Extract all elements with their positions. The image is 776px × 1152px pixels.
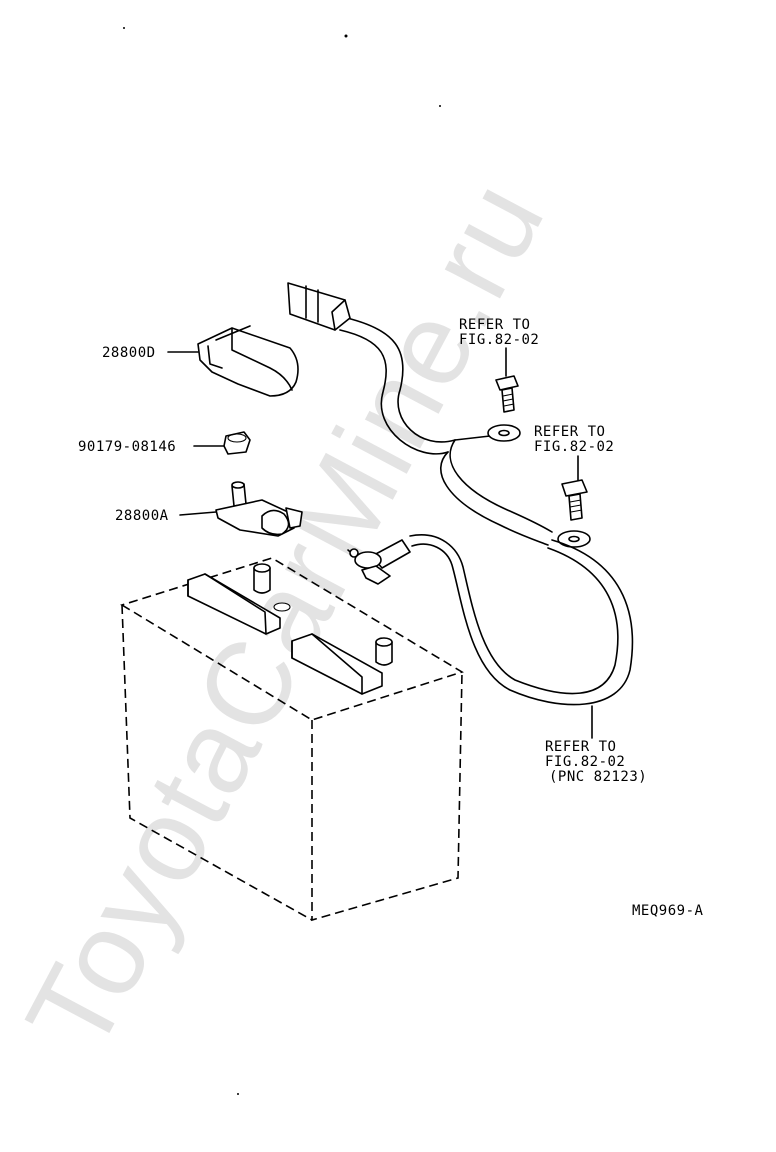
bolt-lower	[561, 479, 588, 521]
refer-note-1-line1: REFER TO	[459, 317, 530, 333]
refer-note-2-line2: FIG.82-02	[534, 439, 614, 455]
refer-note-2-line1: REFER TO	[534, 424, 605, 440]
nut-part	[223, 431, 251, 455]
part-label-90179-08146: 90179-08146	[78, 439, 176, 455]
leader-lines	[167, 347, 593, 739]
refer-note-1-line2: FIG.82-02	[459, 332, 539, 348]
part-label-28800D: 28800D	[102, 345, 156, 361]
scan-specks	[123, 27, 441, 1095]
battery-cable	[287, 282, 634, 706]
watermark: ToyotaCarMine.ru	[1, 160, 570, 1072]
refer-note-3-line1: REFER TO	[545, 739, 616, 755]
refer-note-3-line2: FIG.82-02	[545, 754, 625, 770]
refer-note-3-line3: (PNC 82123)	[549, 769, 647, 785]
terminal-cover-part	[197, 325, 299, 397]
terminal-clamp-part	[215, 481, 303, 537]
battery	[120, 557, 464, 922]
part-label-28800A: 28800A	[115, 508, 169, 524]
bolt-upper	[495, 375, 519, 413]
diagram-code: MEQ969-A	[632, 903, 704, 919]
